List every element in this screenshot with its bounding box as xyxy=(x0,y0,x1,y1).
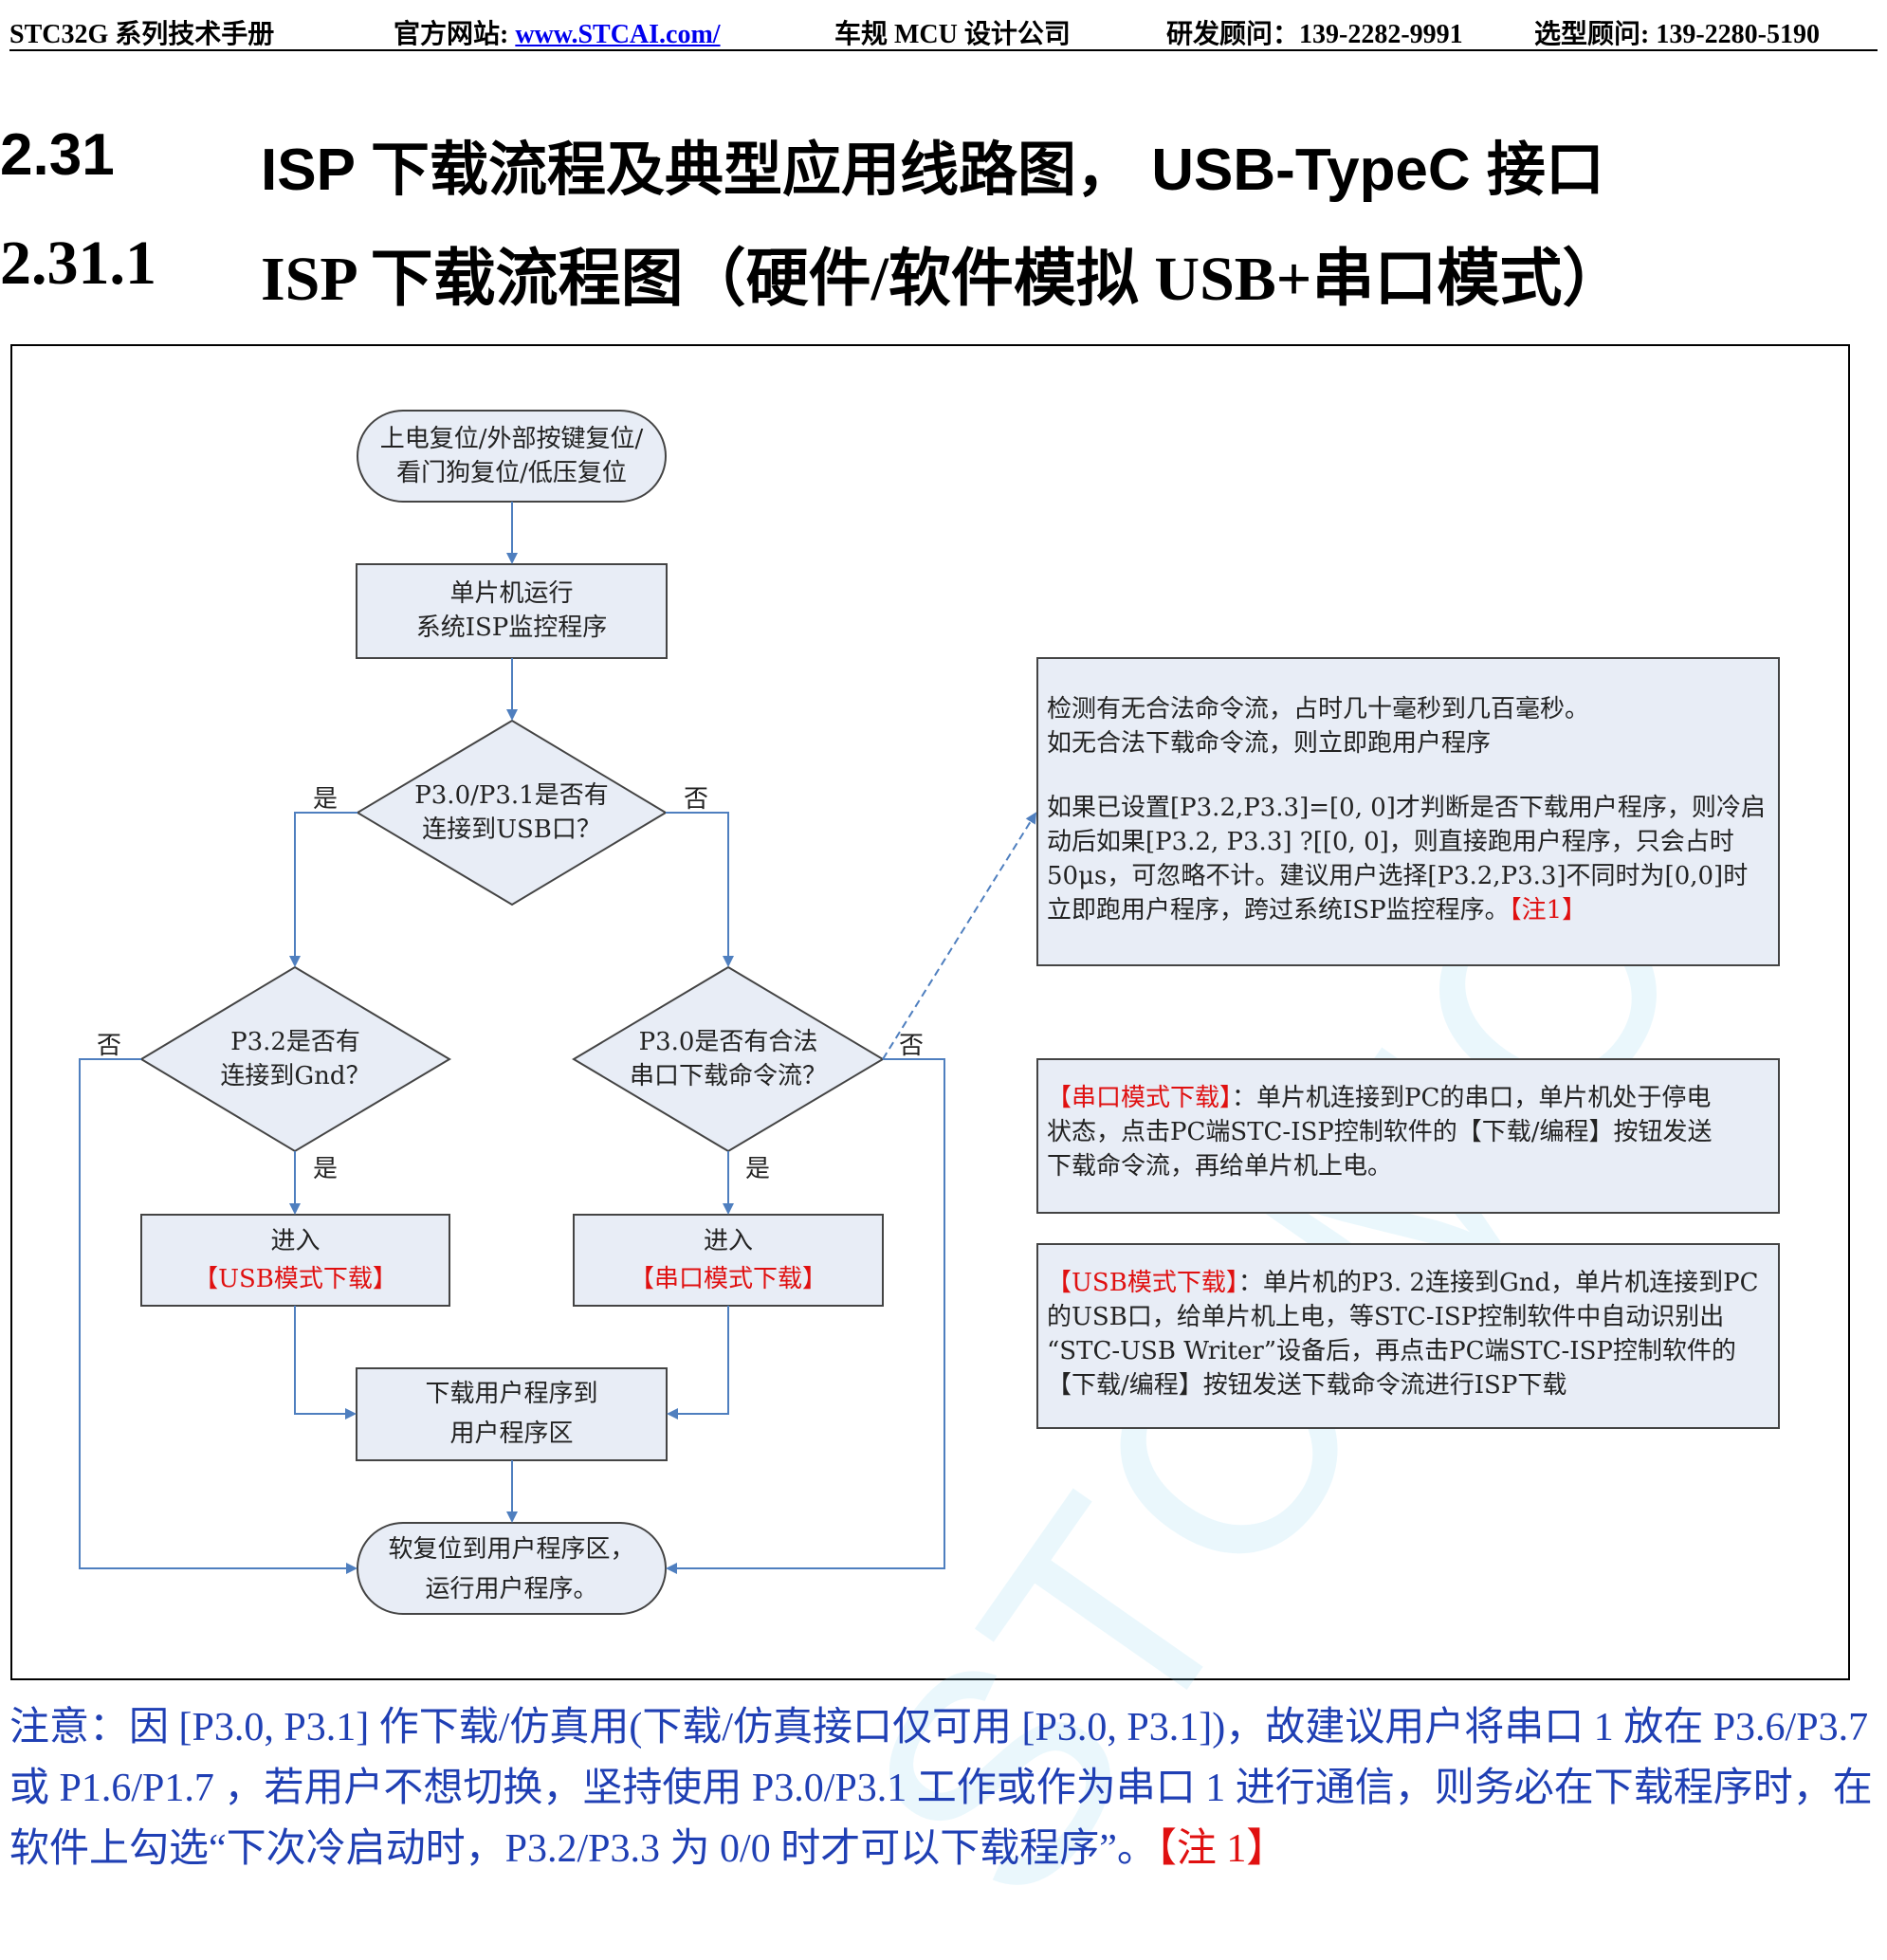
download-line-2: 用户程序区 xyxy=(449,1420,574,1448)
end-line-1: 软复位到用户程序区， xyxy=(388,1535,635,1564)
detect-note-line: 动后如果[P3.2, P3.3] ?[[0, 0]，则直接跑用户程序，只会占时 xyxy=(1047,828,1734,856)
decision-serial-line-1: P3.0是否有合法 xyxy=(638,1028,818,1056)
note-1-ref: 【注1】 xyxy=(1509,896,1587,925)
usb-note-line: 【下载/编程】按钮发送下载命令流进行ISP下载 xyxy=(1047,1371,1567,1400)
start-text: 上电复位/外部按键复位/ 看门狗复位/低压复位 xyxy=(357,422,666,490)
serial-note-line: 状态，点击PC端STC-ISP控制软件的【下载/编程】按钮发送 xyxy=(1047,1118,1713,1146)
usb-mode-tag: 【USB模式下载】 xyxy=(1047,1269,1238,1297)
usb-note-text: 【USB模式下载】：单片机的P3. 2连接到Gnd，单片机连接到PC 的USB口… xyxy=(1047,1266,1777,1402)
section-title: ISP 下载流程及典型应用线路图， USB-TypeC 接口 xyxy=(261,137,1604,203)
rd-contact: 研发顾问：139-2282-9991 xyxy=(1166,20,1463,49)
enter-serial-box xyxy=(573,1214,884,1307)
footnote-text: 注意：因 [P3.0, P3.1] 作下载/仿真用(下载/仿真接口仅可用 [P3… xyxy=(9,1706,1873,1871)
decision-gnd-line-1: P3.2是否有 xyxy=(230,1028,360,1056)
download-text: 下载用户程序到 用户程序区 xyxy=(357,1374,667,1454)
download-box xyxy=(356,1367,668,1461)
detect-note-line: 如果已设置[P3.2,P3.3]=[0, 0]才判断是否下载用户程序，则冷启 xyxy=(1047,794,1766,822)
detect-note-line: 50μs，可忽略不计。建议用户选择[P3.2,P3.3]不同时为[0,0]时 xyxy=(1047,862,1749,890)
decision-gnd-text: P3.2是否有 连接到Gnd？ xyxy=(141,1025,449,1093)
flowchart-frame xyxy=(10,344,1850,1680)
label-no-gnd: 否 xyxy=(97,1032,122,1060)
serial-note-box xyxy=(1036,1058,1780,1214)
serial-note-line: 下载命令流，再给单片机上电。 xyxy=(1047,1152,1393,1181)
sales-contact: 选型顾问: 139-2280-5190 xyxy=(1534,20,1820,49)
decision-usb-line-2: 连接到USB口？ xyxy=(422,815,601,844)
decision-usb-text: P3.0/P3.1是否有 连接到USB口？ xyxy=(357,779,666,847)
enter-serial-line-1: 进入 xyxy=(703,1227,753,1255)
label-yes-usb: 是 xyxy=(313,785,339,814)
decision-usb xyxy=(356,719,668,907)
section-number: 2.31 xyxy=(0,122,115,188)
enter-usb-text: 进入 【USB模式下载】 xyxy=(141,1222,449,1298)
footnote: 注意：因 [P3.0, P3.1] 作下载/仿真用(下载/仿真接口仅可用 [P3… xyxy=(9,1697,1882,1879)
subsection-title: ISP 下载流程图（硬件/软件模拟 USB+串口模式） xyxy=(261,245,1625,314)
detect-note-line: 检测有无合法命令流，占时几十毫秒到几百毫秒。 xyxy=(1047,695,1590,724)
usb-note-line: ：单片机的P3. 2连接到Gnd，单片机连接到PC xyxy=(1237,1269,1759,1297)
usb-note-line: “STC-USB Writer”设备后，再点击PC端STC-ISP控制软件的 xyxy=(1047,1337,1736,1365)
detect-note-box xyxy=(1036,657,1780,966)
monitor-text: 单片机运行 系统ISP监控程序 xyxy=(357,577,667,645)
company-name: 车规 MCU 设计公司 xyxy=(834,20,1071,49)
site-link[interactable]: www.STCAI.com/ xyxy=(515,20,721,49)
enter-serial-text: 进入 【串口模式下载】 xyxy=(574,1222,883,1298)
subsection-number: 2.31.1 xyxy=(0,229,156,298)
decision-gnd-line-2: 连接到Gnd？ xyxy=(220,1062,371,1090)
start-line-2: 看门狗复位/低压复位 xyxy=(396,459,627,487)
detect-note-text: 检测有无合法命令流，占时几十毫秒到几百毫秒。 如无合法下载命令流，则立即跑用户程… xyxy=(1047,692,1777,927)
official-site: 官方网站: www.STCAI.com/ xyxy=(394,13,721,51)
usb-note-line: 的USB口，给单片机上电，等STC-ISP控制软件中自动识别出 xyxy=(1047,1303,1725,1331)
flow-connectors xyxy=(79,502,1037,1574)
start-line-1: 上电复位/外部按键复位/ xyxy=(379,425,644,453)
monitor-line-1: 单片机运行 xyxy=(449,579,574,608)
enter-usb-box xyxy=(140,1214,450,1307)
serial-mode-tag: 【串口模式下载】 xyxy=(1047,1084,1233,1112)
monitor-line-2: 系统ISP监控程序 xyxy=(415,614,608,642)
end-line-2: 运行用户程序。 xyxy=(425,1575,598,1603)
download-line-1: 下载用户程序到 xyxy=(425,1380,598,1408)
decision-serial-text: P3.0是否有合法 串口下载命令流？ xyxy=(574,1025,883,1093)
end-text: 软复位到用户程序区， 运行用户程序。 xyxy=(357,1530,666,1609)
label-yes-serial: 是 xyxy=(745,1155,771,1183)
site-label: 官方网站: xyxy=(394,20,516,49)
label-yes-gnd: 是 xyxy=(313,1155,339,1183)
detect-note-line: 立即跑用户程序，跨过系统ISP监控程序。 xyxy=(1047,896,1510,925)
serial-note-line: ：单片机连接到PC的串口，单片机处于停电 xyxy=(1232,1084,1712,1112)
flowchart-diagram xyxy=(79,410,1780,1615)
serial-note-text: 【串口模式下载】：单片机连接到PC的串口，单片机处于停电 状态，点击PC端STC… xyxy=(1047,1081,1777,1183)
decision-usb-line-1: P3.0/P3.1是否有 xyxy=(414,781,609,810)
enter-usb-line-1: 进入 xyxy=(270,1227,321,1255)
decision-serial-line-2: 串口下载命令流？ xyxy=(629,1062,827,1090)
enter-usb-line-2: 【USB模式下载】 xyxy=(193,1265,397,1293)
detect-note-line: 如无合法下载命令流，则立即跑用户程序 xyxy=(1047,729,1492,758)
manual-title: STC32G 系列技术手册 xyxy=(9,20,275,49)
page-header: STC32G 系列技术手册 官方网站: www.STCAI.com/ 车规 MC… xyxy=(9,6,1878,51)
footnote-ref: 【注 1】 xyxy=(1156,1827,1287,1871)
enter-serial-line-2: 【串口模式下载】 xyxy=(629,1265,827,1293)
label-no-serial: 否 xyxy=(899,1032,925,1060)
label-no-usb: 否 xyxy=(684,785,709,814)
usb-note-box xyxy=(1036,1243,1780,1429)
